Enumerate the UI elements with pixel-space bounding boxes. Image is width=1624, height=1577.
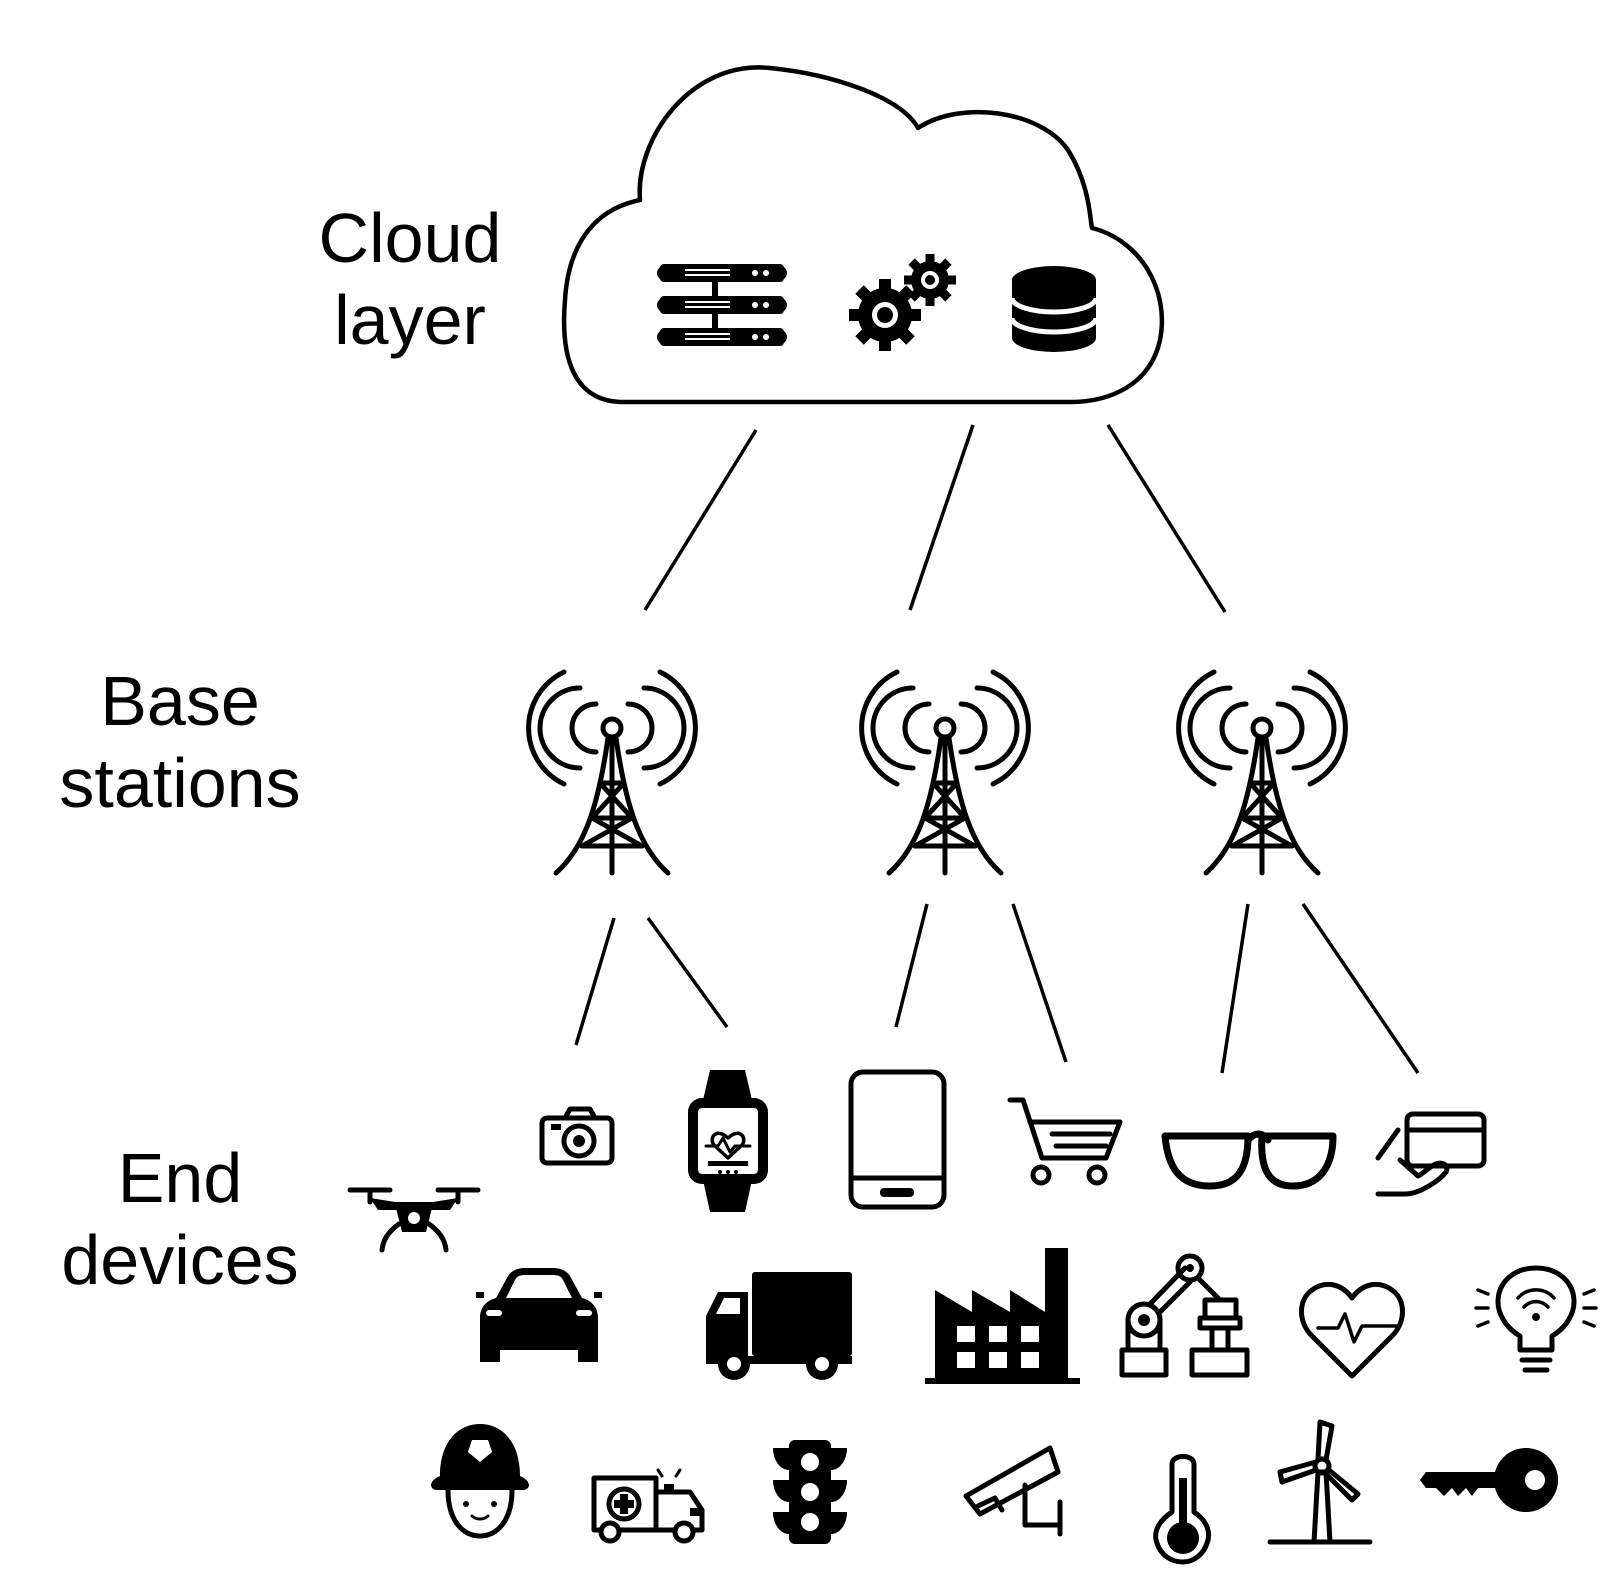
camera-icon — [539, 1106, 615, 1166]
tablet-icon — [848, 1069, 947, 1210]
drone-icon — [347, 1187, 481, 1253]
cloud-label-line2: layer — [334, 281, 486, 359]
cloud-layer-label: Cloud layer — [300, 197, 520, 361]
end-label-line1: End — [117, 1139, 243, 1217]
firefighter-icon — [431, 1424, 529, 1539]
cell-tower-icon — [529, 672, 696, 873]
glasses-icon — [1161, 1130, 1337, 1190]
link-tower3-card — [1301, 903, 1420, 1074]
database-icon — [1009, 266, 1099, 352]
base-label-line1: Base — [100, 662, 260, 740]
link-cloud-tower-1 — [643, 429, 758, 611]
smartwatch-icon — [688, 1070, 768, 1212]
factory-icon — [925, 1248, 1080, 1384]
base-label-line2: stations — [59, 744, 301, 822]
heart-rate-icon — [1299, 1281, 1405, 1379]
car-icon — [476, 1268, 602, 1362]
link-tower3-glasses — [1220, 903, 1250, 1074]
shopping-cart-icon — [1007, 1097, 1123, 1186]
cloud-shape — [561, 65, 1165, 405]
security-camera-icon — [963, 1445, 1063, 1537]
link-tower2-tablet — [894, 903, 929, 1028]
link-tower1-camera — [574, 917, 616, 1046]
truck-icon — [706, 1272, 852, 1380]
cloud-label-line1: Cloud — [318, 199, 502, 277]
wind-turbine-icon — [1267, 1419, 1373, 1545]
link-cloud-tower-2 — [908, 424, 975, 611]
cell-tower-icon — [862, 672, 1029, 873]
link-tower1-watch — [646, 916, 729, 1029]
base-stations-label: Base stations — [30, 660, 330, 824]
end-devices-label: End devices — [30, 1137, 330, 1301]
card-payment-icon — [1375, 1111, 1487, 1197]
robot-arm-icon — [1119, 1253, 1250, 1378]
key-icon — [1420, 1448, 1558, 1512]
thermometer-icon — [1153, 1454, 1211, 1565]
link-cloud-tower-3 — [1106, 424, 1227, 613]
end-label-line2: devices — [61, 1221, 299, 1299]
link-tower2-cart — [1011, 903, 1068, 1063]
gears-icon — [849, 254, 956, 351]
cell-tower-icon — [1179, 672, 1346, 873]
ambulance-icon — [591, 1468, 705, 1544]
smart-bulb-icon — [1474, 1265, 1598, 1373]
traffic-light-icon — [773, 1440, 847, 1544]
server-rack-icon — [657, 264, 787, 346]
